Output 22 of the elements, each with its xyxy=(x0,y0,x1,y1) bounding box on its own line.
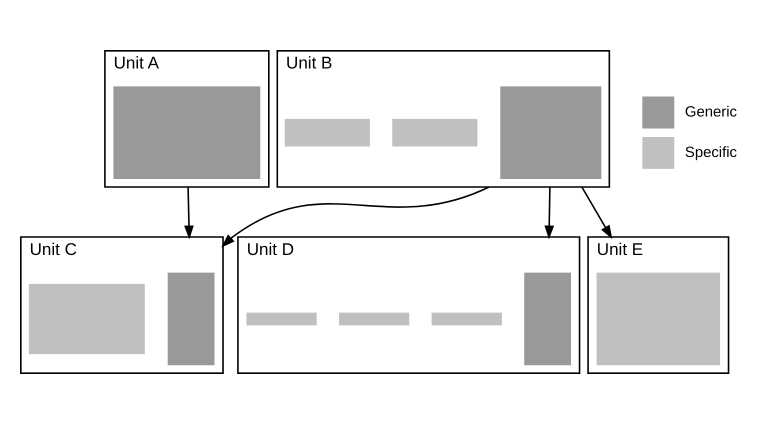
node-box xyxy=(284,118,370,146)
arrow xyxy=(184,186,194,239)
node-box xyxy=(168,272,215,365)
node-box xyxy=(246,312,317,325)
node-box xyxy=(392,118,478,146)
node-box xyxy=(28,283,145,354)
cluster: Unit C xyxy=(20,236,224,374)
node-box xyxy=(500,86,602,178)
legend-label: Generic xyxy=(684,104,737,120)
arrow xyxy=(544,186,554,239)
node-box xyxy=(596,272,720,365)
node-box xyxy=(524,272,572,365)
node-box xyxy=(432,312,502,325)
node-box xyxy=(339,312,410,325)
arrow xyxy=(221,186,490,247)
cluster: Unit D xyxy=(237,236,580,374)
arrow xyxy=(581,186,612,239)
cluster: Unit E xyxy=(587,236,730,374)
cluster: Unit B xyxy=(276,49,610,188)
cluster: Unit A xyxy=(104,49,270,188)
legend-label: Specific xyxy=(684,144,737,160)
node-box xyxy=(113,86,260,178)
